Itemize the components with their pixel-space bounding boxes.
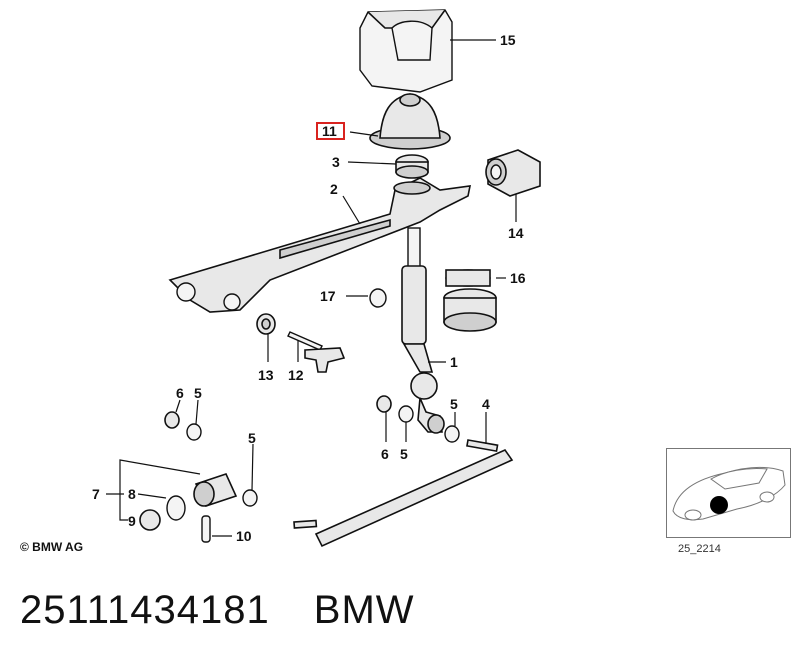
callout-15: 15 xyxy=(500,32,516,48)
callout-14: 14 xyxy=(508,225,524,241)
part-14-bearing xyxy=(485,149,541,197)
leader-lines xyxy=(106,39,517,537)
highlight-box xyxy=(316,122,345,140)
callout-10: 10 xyxy=(236,528,252,544)
callout-5-lower: 5 xyxy=(248,430,256,446)
part-17-disc xyxy=(369,288,387,308)
vehicle-location-thumbnail xyxy=(666,448,791,538)
location-marker-icon xyxy=(710,496,728,514)
part-10-pin xyxy=(201,515,211,543)
part-8-joint xyxy=(139,473,238,531)
car-outline-icon xyxy=(672,466,786,521)
part-4-shift-rod xyxy=(293,439,514,548)
copyright-notice: © BMW AG xyxy=(20,540,84,554)
part-15-boot-cover xyxy=(359,9,453,93)
part-12-clip xyxy=(287,331,346,373)
thumbnail-code: 25_2214 xyxy=(678,543,721,555)
callout-5-right: 5 xyxy=(450,396,458,412)
callout-5-mid: 5 xyxy=(400,446,408,462)
part-2-shift-arm xyxy=(168,177,472,313)
callout-3: 3 xyxy=(332,154,340,170)
part-16-clamp-bushing xyxy=(443,269,497,332)
bushings-and-washers xyxy=(164,395,460,507)
callout-11: 11 xyxy=(322,123,337,139)
callout-9: 9 xyxy=(128,513,136,529)
callout-8: 8 xyxy=(128,486,136,502)
callout-6-right: 6 xyxy=(381,446,389,462)
part-number: 25111434181 xyxy=(20,588,270,632)
exploded-parts-diagram: 15 11 3 2 14 16 17 13 12 1 6 5 4 5 6 5 5… xyxy=(92,9,541,548)
footer-caption: 25111434181 BMW xyxy=(20,588,459,633)
callout-5-left: 5 xyxy=(194,385,202,401)
part-13-nut xyxy=(256,313,276,335)
part-3-bushing xyxy=(395,154,429,179)
callout-12: 12 xyxy=(288,367,304,383)
brand-name: BMW xyxy=(313,588,415,632)
callout-17: 17 xyxy=(320,288,336,304)
callout-13: 13 xyxy=(258,367,274,383)
callout-16: 16 xyxy=(510,270,526,286)
callout-labels: 15 11 3 2 14 16 17 13 12 1 6 5 4 5 6 5 5… xyxy=(92,32,526,544)
callout-6-left: 6 xyxy=(176,385,184,401)
callout-7: 7 xyxy=(92,486,100,502)
callout-4: 4 xyxy=(482,396,490,412)
callout-1: 1 xyxy=(450,354,458,370)
callout-2: 2 xyxy=(330,181,338,197)
part-11-rubber-boot xyxy=(369,93,451,150)
part-1-shift-lever xyxy=(401,227,445,434)
